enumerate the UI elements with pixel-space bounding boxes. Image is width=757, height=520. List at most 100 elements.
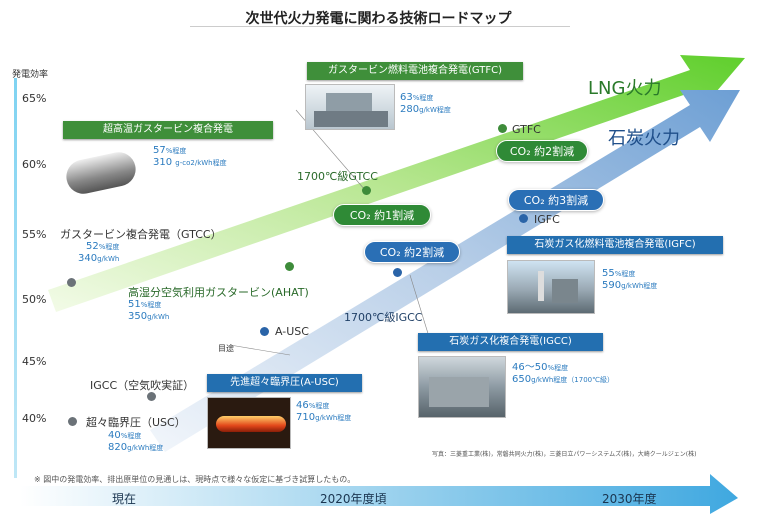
ultra-gt-efficiency: 57%程度: [153, 145, 186, 157]
igfc-point-label: IGFC: [534, 213, 560, 226]
ausc-box: 先進超々臨界圧(A-USC): [207, 374, 362, 392]
gtfc-co2-pill: CO₂ 約2割減: [496, 140, 588, 162]
igfc-box: 石炭ガス化燃料電池複合発電(IGFC): [507, 236, 723, 254]
y-tick-55: 55%: [22, 228, 47, 241]
igfc-point-marker: [519, 214, 528, 223]
gtfc-box: ガスタービン燃料電池複合発電(GTFC): [307, 62, 523, 80]
ultra-gt-co2-value: 310: [153, 157, 173, 168]
gtcc-point-marker: [67, 278, 76, 287]
usc-eff-unit: %程度: [120, 432, 142, 440]
ausc-efficiency: 46%程度: [296, 400, 329, 412]
ahat-point-marker: [285, 262, 294, 271]
gtcc-co2-unit: g/kWh: [97, 255, 120, 263]
usc-co2-unit: g/kWh程度: [127, 444, 164, 452]
usc-label: 超々臨界圧（USC）: [86, 416, 186, 429]
timeline-arrow: [20, 474, 738, 514]
y-tick-60: 60%: [22, 158, 47, 171]
gtfc-efficiency: 63%程度: [400, 92, 433, 104]
ahat-label: 高湿分空気利用ガスタービン(AHAT): [128, 286, 309, 299]
lng-arrow: [48, 55, 745, 312]
usc-point-marker: [68, 417, 77, 426]
gtcc-eff-value: 52: [86, 241, 99, 252]
igcc-air-label: IGCC（空気吹実証）: [90, 379, 195, 392]
footnote: ※ 図中の発電効率、排出原単位の見通しは、現時点で様々な仮定に基づき試算したもの…: [34, 475, 356, 484]
gtfc-eff-value: 63: [400, 92, 413, 103]
igcc-box: 石炭ガス化複合発電(IGCC): [418, 333, 603, 351]
gtcc-co2-value: 340: [78, 253, 98, 264]
igcc-co2-value: 650: [512, 374, 532, 385]
igfc-co2-value: 590: [602, 280, 622, 291]
igcc-co2-unit: g/kWh程度（1700℃級）: [531, 376, 614, 384]
ausc-eff-unit: %程度: [308, 402, 330, 410]
gtfc-eff-unit: %程度: [412, 94, 434, 102]
igfc-eff-value: 55: [602, 268, 615, 279]
gtfc-point-marker: [498, 124, 507, 133]
timeline-2020: 2020年度頃: [320, 492, 387, 506]
ahat-eff-value: 51: [128, 299, 141, 310]
igcc-photo: [418, 356, 506, 418]
y-tick-50: 50%: [22, 293, 47, 306]
ausc-co2-value: 710: [296, 412, 316, 423]
ahat-eff-unit: %程度: [140, 301, 162, 309]
igcc-eff-unit: %程度: [547, 364, 569, 372]
timeline-now: 現在: [112, 492, 137, 506]
gtcc-co2: 340g/kWh: [78, 253, 119, 265]
gtfc-photo: [305, 84, 395, 130]
igcc-co2: 650g/kWh程度（1700℃級）: [512, 374, 614, 386]
ausc-target-label: 目途: [218, 344, 234, 353]
ausc-point-marker: [260, 327, 269, 336]
usc-efficiency: 40%程度: [108, 430, 141, 442]
igfc-photo: [507, 260, 595, 314]
igfc-eff-unit: %程度: [614, 270, 636, 278]
ultra-gt-box: 超高温ガスタービン複合発電: [63, 121, 273, 139]
ausc-co2: 710g/kWh程度: [296, 412, 351, 424]
igcc-1700-label: 1700℃級IGCC: [344, 311, 423, 324]
ultra-gt-eff-unit: %程度: [165, 147, 187, 155]
ahat-co2-unit: g/kWh: [147, 313, 170, 321]
gtfc-co2: 280g/kW程度: [400, 104, 451, 116]
ausc-co2-unit: g/kWh程度: [315, 414, 352, 422]
gtfc-point-label: GTFC: [512, 123, 541, 136]
ausc-point-label: A-USC: [275, 325, 309, 338]
lng-arrow-label: LNG火力: [588, 78, 662, 99]
ausc-eff-value: 46: [296, 400, 309, 411]
igcc-efficiency: 46～50%程度: [512, 362, 568, 374]
usc-eff-value: 40: [108, 430, 121, 441]
coal-arrow: [150, 90, 740, 452]
gtcc-efficiency: 52%程度: [86, 241, 119, 253]
ultra-gt-eff-value: 57: [153, 145, 166, 156]
y-tick-65: 65%: [22, 92, 47, 105]
y-tick-45: 45%: [22, 355, 47, 368]
gas-turbine-photo: [62, 142, 146, 202]
coal-arrow-label: 石炭火力: [608, 128, 680, 149]
gtcc-1700-point-marker: [362, 186, 371, 195]
gtcc-eff-unit: %程度: [98, 243, 120, 251]
usc-co2-value: 820: [108, 442, 128, 453]
y-tick-40: 40%: [22, 412, 47, 425]
igfc-co2-unit: g/kWh程度: [621, 282, 658, 290]
ahat-efficiency: 51%程度: [128, 299, 161, 311]
igcc-eff-value: 46～50: [512, 362, 548, 373]
y-axis-line: [14, 78, 17, 478]
ahat-co2-value: 350: [128, 311, 148, 322]
igcc-1700-co2-pill: CO₂ 約2割減: [364, 241, 460, 263]
gtcc-1700-co2-pill: CO₂ 約1割減: [333, 204, 431, 226]
photo-credit: 写真：三菱重工業(株)，常磐共同火力(株)，三菱日立パワーシステムズ(株)，大崎…: [432, 451, 697, 458]
igfc-efficiency: 55%程度: [602, 268, 635, 280]
usc-co2: 820g/kWh程度: [108, 442, 163, 454]
igfc-co2: 590g/kWh程度: [602, 280, 657, 292]
timeline-2030: 2030年度: [602, 492, 657, 506]
y-axis-title: 発電効率: [12, 70, 49, 80]
gtcc-1700-label: 1700℃級GTCC: [297, 170, 378, 183]
igfc-co2-pill: CO₂ 約3割減: [508, 189, 604, 211]
page-title: 次世代火力発電に関わる技術ロードマップ: [245, 11, 512, 27]
gtcc-label: ガスタービン複合発電（GTCC）: [60, 228, 222, 241]
igcc-air-point-marker: [147, 392, 156, 401]
title-divider: [190, 26, 570, 27]
gtfc-co2-value: 280: [400, 104, 420, 115]
ultra-gt-co2-unit: g-co2/kWh程度: [175, 159, 227, 167]
gtfc-co2-unit: g/kW程度: [419, 106, 451, 114]
igcc-1700-point-marker: [393, 268, 402, 277]
ultra-gt-co2: 310 g-co2/kWh程度: [153, 157, 227, 169]
ausc-photo: [207, 397, 291, 449]
